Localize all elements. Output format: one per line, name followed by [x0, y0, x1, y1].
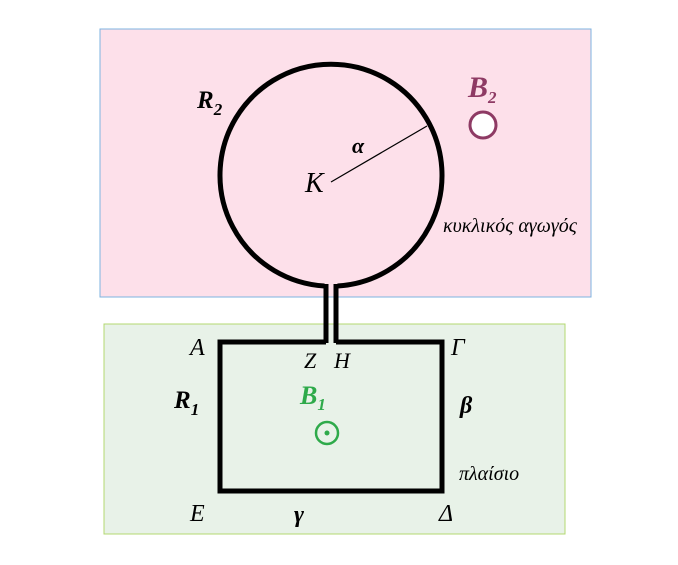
corner-label-top-left: Α	[188, 335, 205, 361]
field-b1-label: B1	[299, 381, 326, 414]
side-label-beta: β	[459, 393, 473, 419]
frame-resistance-label: R1	[173, 387, 199, 419]
gap-label-left: Ζ	[304, 348, 317, 373]
radius-label: α	[352, 133, 365, 158]
corner-label-top-right: Γ	[450, 335, 466, 361]
center-label: K	[304, 168, 325, 199]
lower-magnetic-field-region	[103, 323, 566, 535]
field-b2-label: B2	[467, 71, 497, 107]
corner-label-bottom-left: Ε	[189, 501, 205, 527]
corner-label-bottom-right: Δ	[438, 501, 453, 527]
gap-label-right: Η	[333, 348, 351, 373]
circular-conductor	[217, 61, 445, 289]
radius-line	[330, 125, 428, 183]
circle-resistance-label: R2	[196, 87, 223, 119]
rectangular-frame	[217, 339, 445, 494]
frame-caption: πλαίσιο	[459, 463, 519, 485]
field-out-of-page-dot-circle-icon	[314, 420, 340, 446]
circular-conductor-caption: κυκλικός αγωγός	[443, 215, 578, 237]
field-into-page-circle-icon	[468, 110, 498, 140]
side-label-gamma: γ	[294, 502, 304, 528]
upper-magnetic-field-region	[99, 28, 592, 298]
